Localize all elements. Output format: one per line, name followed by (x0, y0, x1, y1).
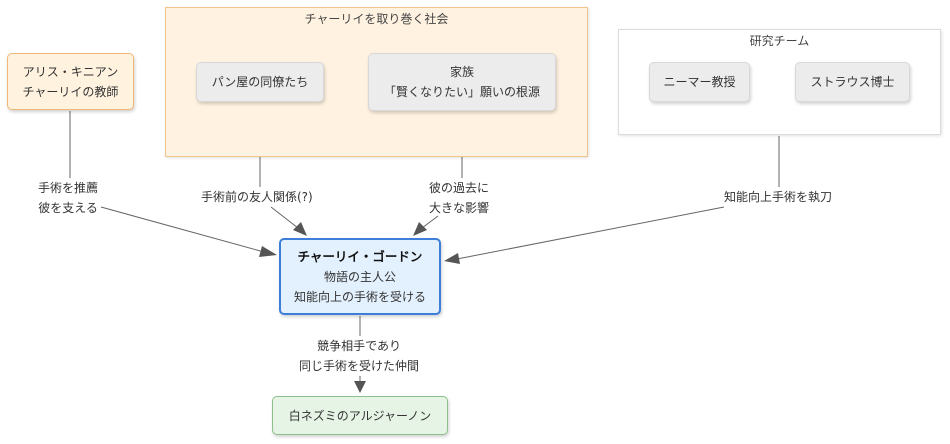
node-dr-strauss[interactable]: ストラウス博士 (795, 62, 910, 102)
edge-label-family-line-1: 彼の過去に (429, 181, 490, 195)
edge-label-alice: 手術を推薦 彼を支える (38, 178, 98, 218)
edge-label-family: 彼の過去に 大きな影響 (429, 178, 489, 218)
group-title-research: 研究チーム (749, 34, 810, 48)
edge-label-alice-line-1: 手術を推薦 (38, 181, 99, 195)
node-algernon[interactable]: 白ネズミのアルジャーノン (272, 396, 448, 435)
edge-label-family-line-2: 大きな影響 (429, 201, 490, 215)
node-nemur-label: ニーマー教授 (663, 75, 736, 89)
node-family-line-2: 「賢くなりたい」願いの根源 (383, 85, 540, 99)
edge-label-alice-line-2: 彼を支える (38, 201, 98, 215)
edge-label-algernon: 競争相手であり 同じ手術を受けた仲間 (299, 336, 419, 376)
node-algernon-label: 白ネズミのアルジャーノン (288, 408, 432, 423)
node-family[interactable]: 家族 「賢くなりたい」願いの根源 (368, 53, 556, 111)
arrowhead-icon (293, 222, 307, 236)
node-charlie-gordon[interactable]: チャーリイ・ゴードン 物語の主人公 知能向上の手術を受ける (279, 238, 441, 315)
node-professor-nemur[interactable]: ニーマー教授 (649, 62, 750, 102)
edge-label-research: 知能向上手術を執刀 (724, 187, 832, 207)
arrowhead-icon (413, 222, 427, 236)
node-charlie-line-1: 物語の主人公 (323, 269, 396, 284)
arrowhead-icon (354, 381, 366, 393)
edge-label-bakery: 手術前の友人関係(?) (201, 187, 313, 207)
edge-label-research-text: 知能向上手術を執刀 (724, 190, 833, 204)
node-charlie-title: チャーリイ・ゴードン (297, 248, 423, 264)
arrowhead-icon (444, 253, 460, 264)
arrowhead-icon (259, 246, 277, 257)
node-alice-kinnian[interactable]: アリス・キニアン チャーリイの教師 (7, 53, 134, 110)
node-alice-line-2: チャーリイの教師 (22, 84, 119, 99)
edge-label-algernon-line-2: 同じ手術を受けた仲間 (299, 359, 420, 373)
node-charlie-line-2: 知能向上の手術を受ける (293, 289, 426, 304)
group-title-society: チャーリイを取り巻く社会 (304, 12, 449, 26)
node-strauss-label: ストラウス博士 (810, 75, 895, 89)
node-alice-line-1: アリス・キニアン (22, 64, 119, 79)
node-family-line-1: 家族 (449, 65, 474, 79)
node-bakery-label: パン屋の同僚たち (211, 75, 309, 89)
edge-label-bakery-text: 手術前の友人関係(?) (201, 190, 313, 204)
node-bakery-coworkers[interactable]: パン屋の同僚たち (196, 62, 324, 102)
edge-label-algernon-line-1: 競争相手であり (317, 339, 401, 353)
